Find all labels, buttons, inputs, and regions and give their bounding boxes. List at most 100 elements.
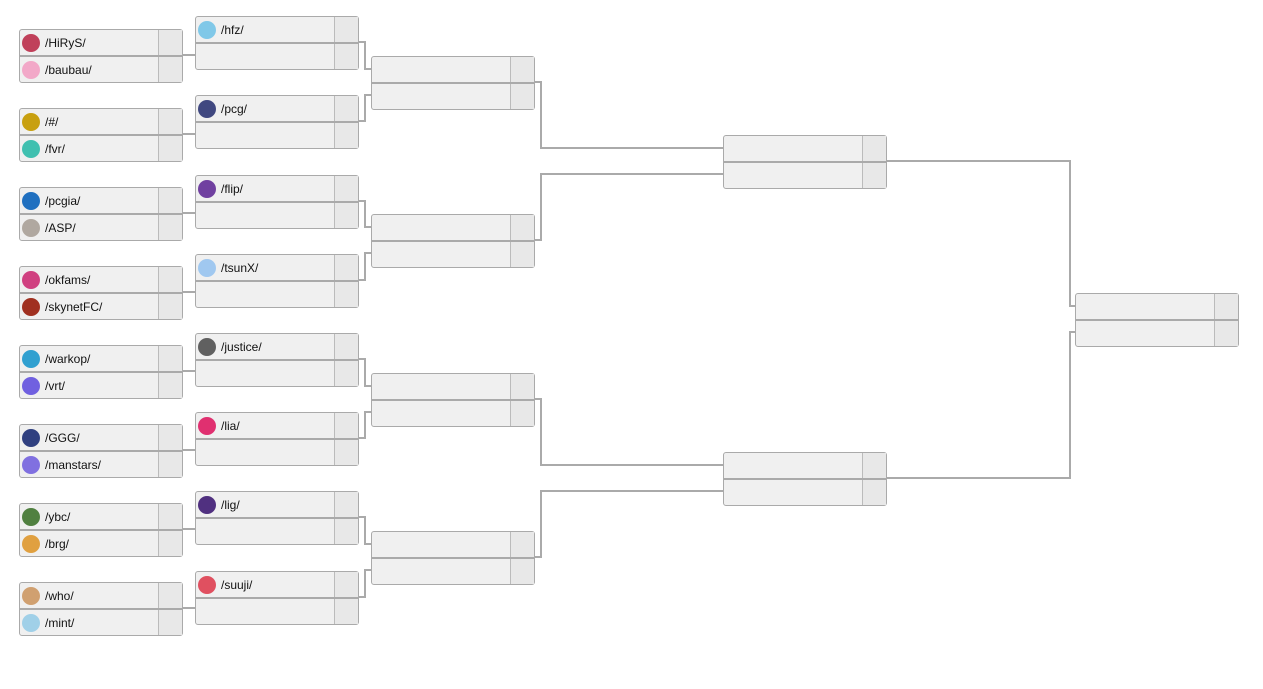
team-slot[interactable]: /warkop/ <box>20 346 182 371</box>
team-slot[interactable]: /fvr/ <box>20 134 182 161</box>
score-box <box>158 294 182 319</box>
team-label: /ASP/ <box>45 220 76 235</box>
team-slot[interactable]: /manstars/ <box>20 450 182 477</box>
match-r2-3[interactable]: /flip/ <box>195 175 359 229</box>
team-slot[interactable]: /pcg/ <box>196 96 358 121</box>
connector-line <box>359 252 371 281</box>
match-r4-1[interactable] <box>723 135 887 189</box>
team-slot[interactable]: /flip/ <box>196 176 358 201</box>
team-slot[interactable] <box>372 215 534 240</box>
team-slot[interactable]: /#/ <box>20 109 182 134</box>
team-slot[interactable] <box>724 136 886 161</box>
match-r3-4[interactable] <box>371 531 535 585</box>
team-slot[interactable] <box>196 42 358 69</box>
match-r1-2[interactable]: /#/ /fvr/ <box>19 108 183 162</box>
team-slot[interactable] <box>196 438 358 465</box>
score-box <box>158 583 182 608</box>
team-slot[interactable] <box>372 57 534 82</box>
team-slot[interactable] <box>196 121 358 148</box>
team-slot[interactable] <box>372 557 534 584</box>
team-label: /pcgia/ <box>45 193 81 208</box>
team-name: /vrt/ <box>20 376 158 395</box>
score-box <box>862 480 886 505</box>
connector-line <box>359 94 371 122</box>
team-slot[interactable]: /tsunX/ <box>196 255 358 280</box>
match-r3-1[interactable] <box>371 56 535 110</box>
team-slot[interactable] <box>372 240 534 267</box>
team-slot[interactable]: /skynetFC/ <box>20 292 182 319</box>
team-slot[interactable]: /ASP/ <box>20 213 182 240</box>
team-slot[interactable]: /who/ <box>20 583 182 608</box>
team-slot[interactable]: /pcgia/ <box>20 188 182 213</box>
score-box <box>158 136 182 161</box>
team-slot[interactable] <box>196 359 358 386</box>
team-logo-icon <box>22 191 40 210</box>
team-slot[interactable] <box>724 161 886 188</box>
match-r2-6[interactable]: /lia/ <box>195 412 359 466</box>
team-label: /baubau/ <box>45 62 92 77</box>
team-name: /baubau/ <box>20 60 158 79</box>
team-logo-icon <box>22 60 40 79</box>
match-r1-5[interactable]: /warkop/ /vrt/ <box>19 345 183 399</box>
team-name: /#/ <box>20 112 158 131</box>
score-box <box>510 57 534 82</box>
team-logo-icon <box>22 455 40 474</box>
team-slot[interactable] <box>372 374 534 399</box>
team-slot[interactable]: /baubau/ <box>20 55 182 82</box>
team-slot[interactable]: /HiRyS/ <box>20 30 182 55</box>
team-slot[interactable]: /GGG/ <box>20 425 182 450</box>
team-slot[interactable]: /suuji/ <box>196 572 358 597</box>
team-slot[interactable]: /ybc/ <box>20 504 182 529</box>
team-slot[interactable] <box>724 453 886 478</box>
score-box <box>158 373 182 398</box>
connector-line <box>359 200 371 228</box>
team-label: /suuji/ <box>221 577 253 592</box>
team-logo-icon <box>198 20 216 39</box>
match-r1-4[interactable]: /okfams/ /skynetFC/ <box>19 266 183 320</box>
match-r2-2[interactable]: /pcg/ <box>195 95 359 149</box>
score-box <box>510 374 534 399</box>
match-r2-5[interactable]: /justice/ <box>195 333 359 387</box>
team-slot[interactable]: /lig/ <box>196 492 358 517</box>
team-slot[interactable] <box>372 82 534 109</box>
team-slot[interactable]: /justice/ <box>196 334 358 359</box>
match-r1-8[interactable]: /who//mint/ <box>19 582 183 636</box>
team-slot[interactable] <box>372 532 534 557</box>
match-r1-1[interactable]: /HiRyS/ /baubau/ <box>19 29 183 83</box>
team-slot[interactable] <box>1076 294 1238 319</box>
match-r5-1[interactable] <box>1075 293 1239 347</box>
match-r2-8[interactable]: /suuji/ <box>195 571 359 625</box>
team-label: /okfams/ <box>45 272 91 287</box>
score-box <box>334 96 358 121</box>
team-logo-icon <box>22 507 40 526</box>
team-slot[interactable] <box>196 597 358 624</box>
team-slot[interactable] <box>196 201 358 228</box>
team-name: /skynetFC/ <box>20 297 158 316</box>
score-box <box>334 44 358 69</box>
team-slot[interactable]: /mint/ <box>20 608 182 635</box>
team-name: /ybc/ <box>20 507 158 526</box>
match-r1-6[interactable]: /GGG//manstars/ <box>19 424 183 478</box>
team-slot[interactable] <box>1076 319 1238 346</box>
team-slot[interactable]: /vrt/ <box>20 371 182 398</box>
score-box <box>334 440 358 465</box>
team-name: /pcg/ <box>196 99 334 118</box>
team-slot[interactable]: /brg/ <box>20 529 182 556</box>
team-slot[interactable] <box>196 280 358 307</box>
connector-line <box>535 81 723 149</box>
team-slot[interactable] <box>724 478 886 505</box>
team-slot[interactable]: /lia/ <box>196 413 358 438</box>
match-r2-1[interactable]: /hfz/ <box>195 16 359 70</box>
match-r3-2[interactable] <box>371 214 535 268</box>
team-slot[interactable] <box>372 399 534 426</box>
match-r1-7[interactable]: /ybc/ /brg/ <box>19 503 183 557</box>
match-r3-3[interactable] <box>371 373 535 427</box>
match-r2-7[interactable]: /lig/ <box>195 491 359 545</box>
match-r2-4[interactable]: /tsunX/ <box>195 254 359 308</box>
team-slot[interactable]: /hfz/ <box>196 17 358 42</box>
match-r4-2[interactable] <box>723 452 887 506</box>
match-r1-3[interactable]: /pcgia/ /ASP/ <box>19 187 183 241</box>
team-label: /fvr/ <box>45 141 65 156</box>
team-slot[interactable]: /okfams/ <box>20 267 182 292</box>
team-slot[interactable] <box>196 517 358 544</box>
